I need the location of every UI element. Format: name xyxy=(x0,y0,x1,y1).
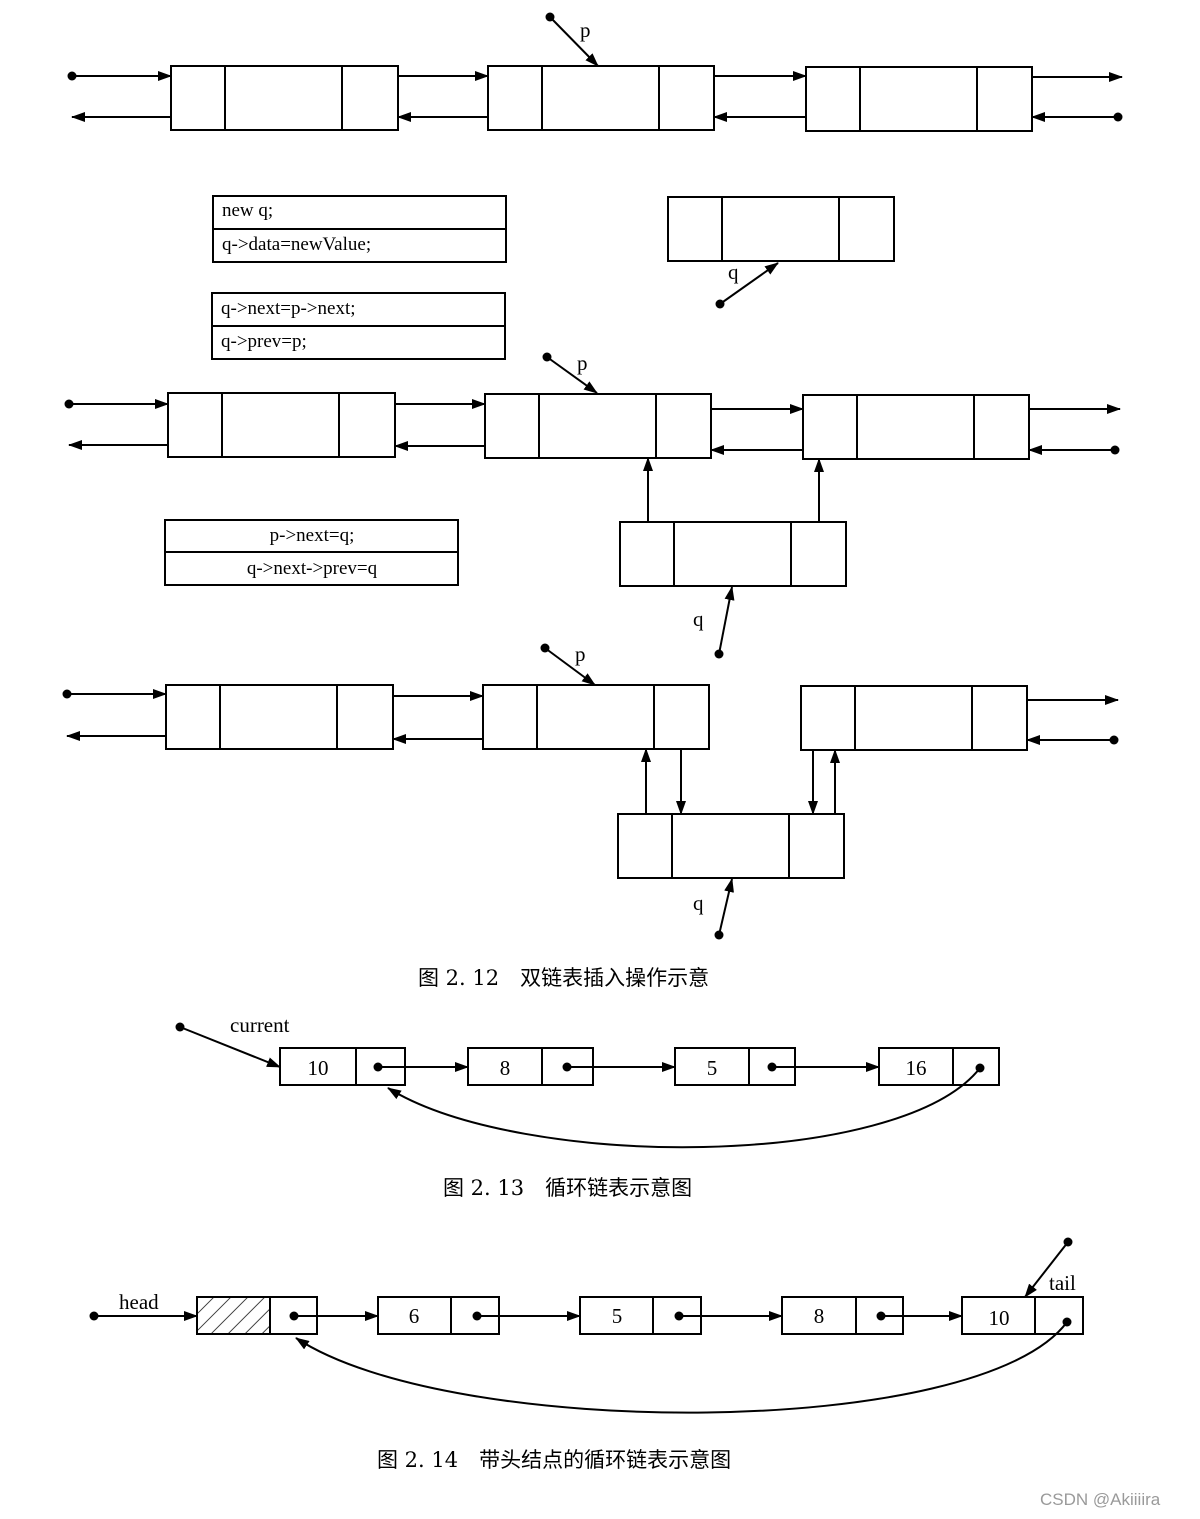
figure-2-13-caption: 图 2. 13 循环链表示意图 xyxy=(443,1176,692,1200)
code-q-next-prev: q->next->prev=q xyxy=(247,558,378,579)
node-left xyxy=(165,684,394,750)
code-q-prev: q->prev=p; xyxy=(221,331,307,352)
node-value: 10 xyxy=(989,1306,1010,1330)
cycle-arrow xyxy=(295,1321,1068,1414)
pointer-arrow xyxy=(179,1026,281,1068)
cl-node-10 xyxy=(279,1047,406,1086)
node-p xyxy=(487,65,715,131)
node-q xyxy=(617,813,845,879)
hl-node-5 xyxy=(579,1296,702,1335)
pointer-p-label-1: p xyxy=(580,18,591,42)
pointer-arrow xyxy=(719,262,779,305)
node-p xyxy=(482,684,710,750)
cycle-arrow xyxy=(387,1067,981,1149)
pointer-p-label-2: p xyxy=(577,351,588,375)
figure-2-14-caption: 图 2. 14 带头结点的循环链表示意图 xyxy=(377,1448,731,1472)
cl-node-16 xyxy=(878,1047,1000,1086)
pointer-arrow xyxy=(718,586,735,655)
node-value: 10 xyxy=(308,1056,329,1080)
node-left xyxy=(170,65,399,131)
cl-node-5 xyxy=(674,1047,796,1086)
hl-node-8 xyxy=(781,1296,904,1335)
hl-node-6 xyxy=(377,1296,500,1335)
connector-layer xyxy=(62,12,1123,1414)
head-pointer-label: head xyxy=(119,1290,159,1314)
node-value: 6 xyxy=(409,1304,420,1328)
hatched-head-data xyxy=(197,1297,270,1334)
code-p-next: p->next=q; xyxy=(270,525,355,546)
pointer-arrow xyxy=(1024,1241,1069,1298)
code-q-data: q->data=newValue; xyxy=(222,234,371,255)
pointer-p-label-3: p xyxy=(575,642,586,666)
pointer-q-label-3: q xyxy=(693,891,704,915)
current-pointer-label: current xyxy=(230,1013,290,1037)
code-q-next: q->next=p->next; xyxy=(221,298,356,319)
pointer-q-label-2: q xyxy=(693,607,704,631)
node-value: 8 xyxy=(814,1304,825,1328)
pointer-q-label-1: q xyxy=(728,260,739,284)
watermark: CSDN @Akiiiira xyxy=(1040,1490,1161,1509)
tail-pointer-label: tail xyxy=(1049,1271,1076,1295)
pointer-arrow xyxy=(544,647,596,686)
node-value: 16 xyxy=(906,1056,927,1080)
node-left xyxy=(167,392,396,458)
text-layer: p q p q p q new q; q->data=newValue; q->… xyxy=(119,18,1161,1509)
head-node xyxy=(196,1296,318,1335)
node-value: 5 xyxy=(707,1056,718,1080)
node-q-new xyxy=(667,196,895,262)
node-layer xyxy=(164,65,1084,1335)
node-right xyxy=(800,685,1028,751)
node-right xyxy=(802,394,1030,460)
pointer-arrow xyxy=(546,356,598,394)
node-right xyxy=(805,66,1033,132)
cl-node-8 xyxy=(467,1047,594,1086)
node-value: 5 xyxy=(612,1304,623,1328)
node-value: 8 xyxy=(500,1056,511,1080)
figure-2-12-caption: 图 2. 12 双链表插入操作示意 xyxy=(418,966,709,990)
hl-node-10 xyxy=(961,1296,1084,1335)
node-p xyxy=(484,393,712,459)
code-new-q: new q; xyxy=(222,200,273,221)
node-q xyxy=(619,521,847,587)
pointer-arrow xyxy=(718,878,734,936)
pointer-arrow xyxy=(549,16,599,67)
